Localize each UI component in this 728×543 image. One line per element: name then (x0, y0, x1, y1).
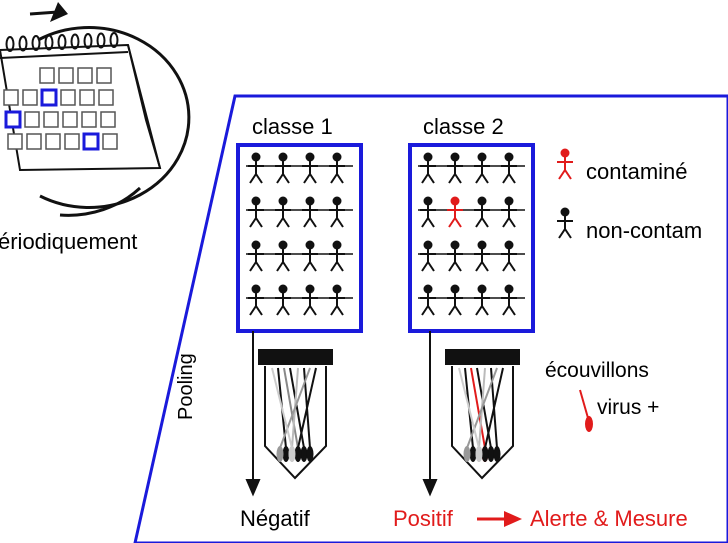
class1-people-grid (246, 152, 353, 316)
person-icon (474, 284, 490, 316)
swab-icon (579, 389, 593, 432)
class1-label: classe 1 (252, 114, 333, 139)
person-icon (447, 152, 463, 184)
person-icon (275, 152, 291, 184)
pooling-tube-icon (258, 349, 333, 480)
person-icon (329, 152, 345, 184)
person-icon (474, 240, 490, 272)
virus-positive-label: virus + (597, 396, 660, 419)
legend-noncontaminated-label: non-contam (586, 218, 703, 243)
person-icon (275, 284, 291, 316)
person-icon (420, 240, 436, 272)
contaminated-person (447, 196, 463, 228)
person-icon (248, 240, 264, 272)
legend-contaminated-icon (557, 148, 573, 180)
person-icon (474, 152, 490, 184)
person-icon (557, 207, 573, 239)
swabs-label: écouvillons (545, 359, 649, 382)
alert-label: Alerte & Mesure (530, 506, 688, 531)
arrow-class2-down (422, 331, 438, 497)
person-icon (275, 196, 291, 228)
arrow-class1-down (245, 331, 261, 497)
person-icon (302, 284, 318, 316)
periodic-label: ériodiquement (0, 229, 138, 254)
person-icon (420, 284, 436, 316)
person-icon (248, 196, 264, 228)
person-icon (302, 152, 318, 184)
person-icon (248, 152, 264, 184)
alert-arrow (477, 511, 522, 527)
person-icon (474, 196, 490, 228)
negative-result: Négatif (240, 506, 310, 531)
person-icon (248, 284, 264, 316)
person-icon (329, 284, 345, 316)
person-icon (302, 196, 318, 228)
class2-label: classe 2 (423, 114, 504, 139)
legend-noncontaminated-icon (557, 207, 573, 239)
person-icon (501, 196, 517, 228)
legend-contaminated-label: contaminé (586, 159, 688, 184)
person-icon (329, 240, 345, 272)
desk-calendar-icon (0, 32, 162, 172)
person-icon (302, 240, 318, 272)
person-icon (501, 284, 517, 316)
person-icon (447, 284, 463, 316)
contaminated-person (557, 148, 573, 180)
person-icon (420, 196, 436, 228)
pooling-tube-icon (445, 349, 520, 480)
class2-people-grid (418, 152, 525, 316)
positive-result: Positif (393, 506, 453, 531)
person-icon (501, 240, 517, 272)
panel-frame (133, 94, 728, 543)
person-icon (447, 240, 463, 272)
person-icon (501, 152, 517, 184)
person-icon (275, 240, 291, 272)
person-icon (329, 196, 345, 228)
pooling-label: Pooling (175, 353, 197, 420)
circular-arrow-icon (37, 2, 191, 217)
person-icon (420, 152, 436, 184)
